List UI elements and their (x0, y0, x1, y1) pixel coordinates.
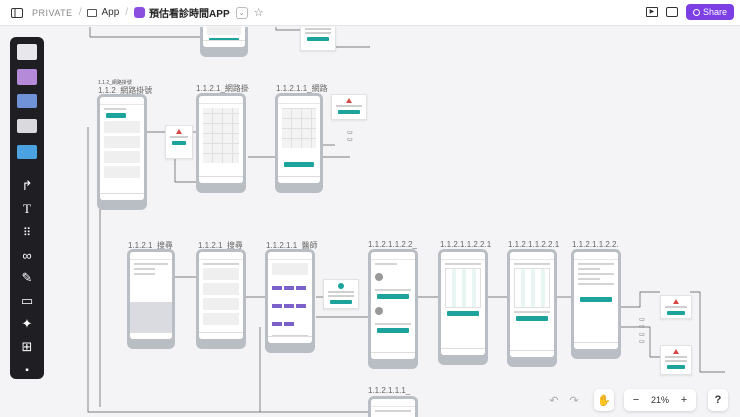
dialog-note[interactable] (331, 94, 367, 120)
card-stack-icon[interactable] (17, 94, 37, 108)
frame-label: 1.1.2.1_搜尋 (128, 241, 173, 250)
link-icon[interactable]: ∞ (22, 247, 32, 263)
dialog-note[interactable] (660, 345, 692, 375)
phone-frame[interactable] (196, 93, 246, 193)
breadcrumb-separator: / (78, 7, 82, 18)
frame-label: 1.1.2.1.1_醫師 (266, 241, 318, 250)
help-button[interactable]: ? (708, 389, 728, 411)
share-label: Share (702, 7, 727, 17)
phone-screen (510, 252, 554, 357)
board-title[interactable]: 預估看診時間APP (149, 9, 230, 20)
globe-icon (692, 8, 700, 16)
phone-frame[interactable] (438, 249, 488, 365)
phone-frame[interactable] (507, 249, 557, 367)
ai-sparkle-icon[interactable]: ✦ (21, 316, 33, 331)
grid-icon[interactable]: ⠿ (22, 226, 32, 239)
phone-screen (203, 27, 245, 47)
phone-frame[interactable] (127, 249, 175, 349)
annotation: ▭▭ (639, 317, 645, 330)
sticky-note-icon[interactable] (17, 69, 37, 85)
phone-frame[interactable] (200, 27, 248, 57)
workspace-label[interactable]: PRIVATE (32, 7, 73, 18)
star-icon[interactable]: ☆ (253, 7, 264, 19)
phone-screen (268, 252, 312, 343)
folder-icon (87, 8, 98, 17)
left-toolbar: ↱ T ⠿ ∞ ✎ ▭ ✦ ⊞ ▪ (10, 37, 44, 379)
frame-label: 1.1.2.1.1.2.2.1 (508, 240, 560, 249)
phone-screen (371, 399, 415, 417)
annotation: ▭▭ (347, 130, 353, 143)
annotation: ▭▭ (639, 332, 645, 345)
dialog-note[interactable] (323, 279, 359, 309)
hand-icon[interactable]: ✋ (597, 394, 611, 407)
frame-label: 1.1.2.1_搜尋 (198, 241, 243, 250)
frame-label: 1.1.2.1.1.2.2. (572, 240, 619, 249)
chevron-down-icon[interactable]: ⌄ (235, 6, 248, 19)
dialog-note[interactable] (165, 125, 193, 159)
dialog-note[interactable] (300, 27, 336, 51)
frame-template-icon[interactable] (17, 145, 37, 159)
phone-screen (199, 96, 243, 183)
phone-screen (441, 252, 485, 355)
layout-icon[interactable]: ⊞ (21, 339, 33, 354)
text-tool-icon[interactable]: T (23, 201, 31, 216)
frame-label: 1.1.2_網路掛號 (98, 80, 132, 86)
more-icon[interactable]: ▪ (25, 364, 29, 376)
phone-frame[interactable] (265, 249, 315, 353)
frame-label: 1.1.2.1_網路掛 (196, 84, 249, 93)
whiteboard-canvas[interactable]: 1.1.2_網路掛號 1.1.2_網路掛號 1.1.2.1_網路掛 1.1.2.… (0, 27, 740, 417)
breadcrumb-separator: / (125, 7, 129, 18)
frame-label: 1.1.2.1.1.2.2_ (368, 240, 417, 249)
hand-tool[interactable]: ✋ (594, 389, 614, 411)
phone-screen (199, 252, 243, 339)
zoom-out-button[interactable]: − (632, 394, 640, 406)
sidebar-toggle-icon[interactable] (8, 4, 26, 22)
phone-screen (574, 252, 618, 349)
dialog-note[interactable] (660, 295, 692, 319)
frame-tool-icon[interactable]: ▭ (20, 293, 34, 308)
history-controls: ↶ ↷ (544, 389, 584, 411)
zoom-controls: − 21% + (624, 389, 696, 411)
phone-frame[interactable] (368, 249, 418, 369)
phone-frame[interactable] (196, 249, 246, 349)
comment-icon[interactable] (665, 7, 678, 17)
undo-icon[interactable]: ↶ (549, 394, 559, 407)
pen-icon[interactable]: ✎ (21, 270, 33, 285)
phone-frame[interactable] (368, 396, 418, 417)
board-icon (134, 7, 146, 18)
top-bar: PRIVATE / App / 預估看診時間APP ⌄ ☆ ▶ Share (0, 0, 740, 26)
zoom-level[interactable]: 21% (650, 395, 669, 405)
share-button[interactable]: Share (685, 4, 734, 20)
help-icon[interactable]: ? (714, 394, 722, 406)
breadcrumb-folder[interactable]: App (101, 7, 120, 18)
doc-icon[interactable] (17, 119, 37, 133)
phone-screen (278, 96, 320, 183)
templates-icon[interactable] (17, 44, 37, 60)
phone-screen (130, 252, 172, 339)
frame-label: 1.1.2.1.1.2.2.1 (440, 240, 492, 249)
redo-icon[interactable]: ↷ (569, 394, 579, 407)
present-icon[interactable]: ▶ (645, 7, 658, 17)
phone-frame[interactable] (571, 249, 621, 359)
phone-screen (100, 97, 144, 200)
phone-frame[interactable] (275, 93, 323, 193)
frame-label: 1.1.2.1.1_網路 (276, 84, 328, 93)
connector-arrow-icon[interactable]: ↱ (21, 178, 33, 193)
frame-label: 1.1.2.1.1.1_ (368, 386, 411, 395)
zoom-in-button[interactable]: + (680, 394, 688, 406)
phone-screen (371, 252, 415, 359)
phone-frame[interactable] (97, 94, 147, 210)
frame-label: 1.1.2_網路掛號 (98, 86, 153, 95)
